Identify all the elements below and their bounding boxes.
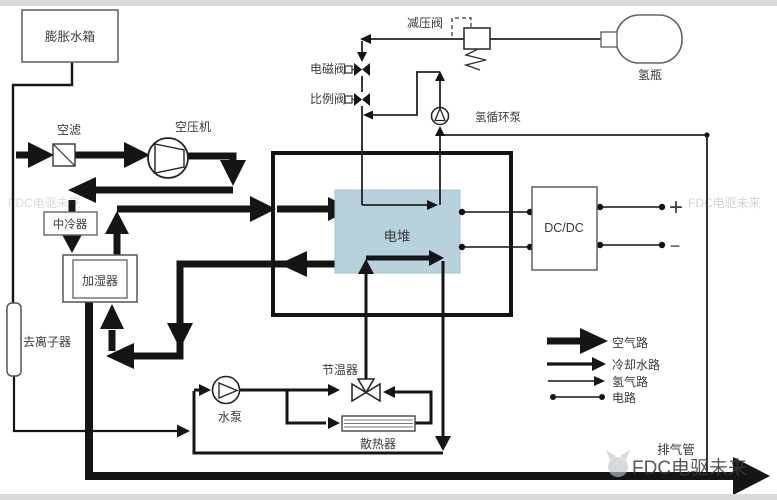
intercooler: 中冷器 xyxy=(43,211,98,236)
humidifier-label: 加湿器 xyxy=(82,273,118,288)
watermark-text: FDC电驱未来 xyxy=(632,457,747,479)
solenoid-valve xyxy=(344,63,370,76)
air-path-lines xyxy=(16,151,736,480)
water-pump: 水泵 xyxy=(211,375,242,424)
hydrogen-bottle: 氢瓶 xyxy=(600,14,683,82)
watermark-faint-left: FDC电驱未来 xyxy=(8,196,81,210)
radiator-label: 散热器 xyxy=(360,436,396,451)
bottom-border xyxy=(0,494,777,500)
air-compressor: 空压机 xyxy=(147,120,211,179)
radiator: 散热器 xyxy=(341,415,416,451)
proportional-valve-label: 比例阀 xyxy=(310,92,346,106)
hydrogen-arrows xyxy=(357,34,710,210)
expansion-tank: 膨胀水箱 xyxy=(21,9,119,63)
positive-terminal: + xyxy=(669,194,683,221)
legend: 空气路 冷却水路 氢气路 电路 xyxy=(547,328,660,405)
humidifier: 加湿器 xyxy=(62,254,138,303)
exhaust-pipe-label: 排气管 xyxy=(657,442,695,457)
water-pump-label: 水泵 xyxy=(218,410,242,424)
proportional-valve xyxy=(344,93,370,106)
air-filter: 空滤 xyxy=(52,123,81,167)
dcdc-label: DC/DC xyxy=(544,221,584,235)
intercooler-label: 中冷器 xyxy=(53,218,88,231)
coolant-arrows xyxy=(177,250,451,451)
hydrogen-pump-label: 氢循环泵 xyxy=(475,110,521,124)
deionizer-label: 去离子器 xyxy=(23,334,71,349)
solenoid-valve-label: 电磁阀 xyxy=(310,61,346,76)
system-boundary-box xyxy=(271,151,513,317)
top-border xyxy=(0,0,777,6)
pressure-reducing-valve-label: 减压阀 xyxy=(407,16,443,30)
electric-lines xyxy=(462,206,662,248)
air-filter-label: 空滤 xyxy=(57,123,81,137)
hydrogen-circulation-pump xyxy=(430,106,450,126)
deionizer: 去离子器 xyxy=(6,302,71,377)
pressure-reducing-valve xyxy=(451,17,491,71)
dcdc-converter: DC/DC xyxy=(531,186,598,271)
legend-air-label: 空气路 xyxy=(612,335,648,350)
watermark-logo xyxy=(606,450,630,477)
thermostat-label: 节温器 xyxy=(322,363,358,377)
coolant-lines xyxy=(11,62,445,455)
legend-electric-label: 电路 xyxy=(612,390,636,405)
air-compressor-label: 空压机 xyxy=(175,120,211,134)
legend-coolant-label: 冷却水路 xyxy=(612,357,660,372)
legend-hydrogen-label: 氢气路 xyxy=(612,374,648,389)
negative-terminal: − xyxy=(670,236,681,256)
expansion-tank-label: 膨胀水箱 xyxy=(45,29,95,44)
fuel-cell-stack: 电堆 xyxy=(334,189,461,274)
thermostat-valve xyxy=(351,378,381,403)
stack-label: 电堆 xyxy=(384,229,411,244)
watermark-faint-right: FDC电驱未来 xyxy=(688,196,761,210)
hydrogen-bottle-label: 氢瓶 xyxy=(638,67,662,82)
air-path-arrows xyxy=(28,142,770,495)
